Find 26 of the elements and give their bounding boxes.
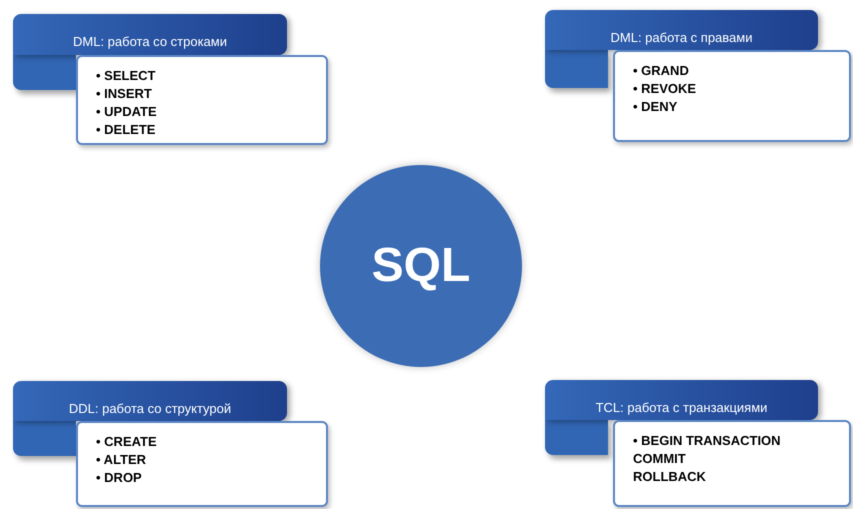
list-item: • DELETE [96,121,156,139]
list-item: • CREATE [96,433,157,451]
command-list-box [613,50,851,142]
list-item: • INSERT [96,85,152,103]
category-header-box [13,381,287,421]
category-heading: TCL: работа с транзакциями [596,399,768,417]
category-header-box [545,10,818,50]
command-list-box [613,420,851,507]
command-list-box [76,55,328,145]
list-item: • REVOKE [633,80,696,98]
list-item: • ALTER [96,451,146,469]
list-item: • DENY [633,98,678,116]
list-item: • BEGIN TRANSACTION [633,432,781,450]
command-list-box [76,421,328,507]
list-item: • UPDATE [96,103,157,121]
category-heading: DDL: работа со структурой [68,400,232,418]
list-item: • GRAND [633,62,689,80]
category-heading: DML: работа со строками [73,33,227,51]
category-header-box [545,380,818,420]
list-item: COMMIT [633,450,686,468]
category-header-box [13,14,287,55]
list-item: ROLLBACK [633,468,706,486]
center-title: SQL [372,238,470,294]
category-heading: DML: работа с правами [610,29,752,47]
list-item: • DROP [96,469,142,487]
list-item: • SELECT [96,67,156,85]
